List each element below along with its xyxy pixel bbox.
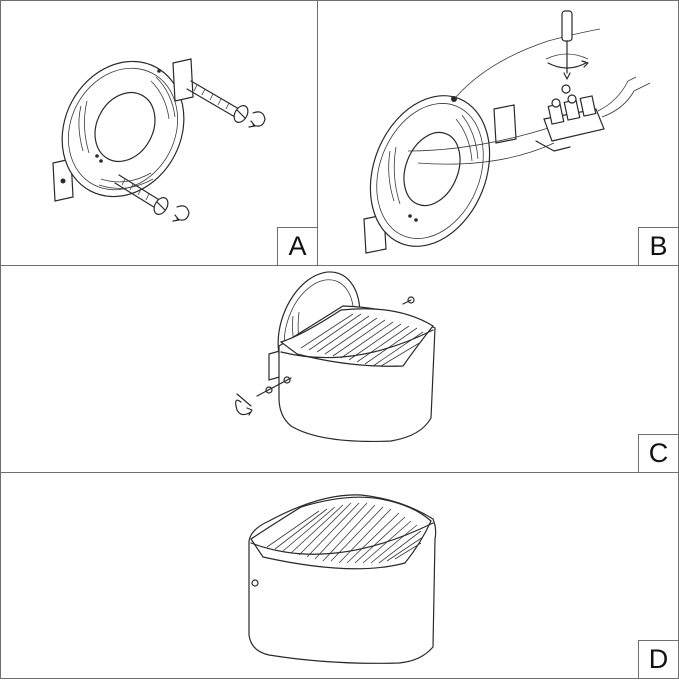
step-b-illustration (363, 10, 651, 254)
terminal-block-icon (535, 84, 605, 152)
rotation-arrow-icon (172, 205, 190, 222)
step-label: B (638, 227, 678, 265)
step-a-panel: A (0, 0, 318, 266)
step-d-panel: D (0, 472, 679, 679)
step-label: C (638, 434, 678, 472)
step-b-panel: B (317, 0, 679, 266)
step-c-panel: C (0, 265, 679, 473)
step-d-illustration (248, 494, 437, 664)
lamp-cube-icon (248, 494, 437, 664)
rotation-arrow-icon (235, 393, 253, 416)
screw-icon (186, 80, 249, 123)
step-a-illustration (52, 58, 266, 222)
screw-icon (256, 296, 415, 397)
step-label: A (277, 227, 317, 265)
wire-icon (407, 28, 651, 165)
step-c-illustration (235, 271, 436, 442)
step-label: D (638, 640, 678, 678)
rotation-arrow-icon (248, 111, 266, 128)
screw-icon (114, 174, 169, 215)
screwdriver-icon (545, 10, 589, 80)
mounting-plate-icon (52, 58, 194, 202)
mounting-plate-icon (363, 95, 517, 254)
lamp-cube-icon (278, 305, 436, 442)
